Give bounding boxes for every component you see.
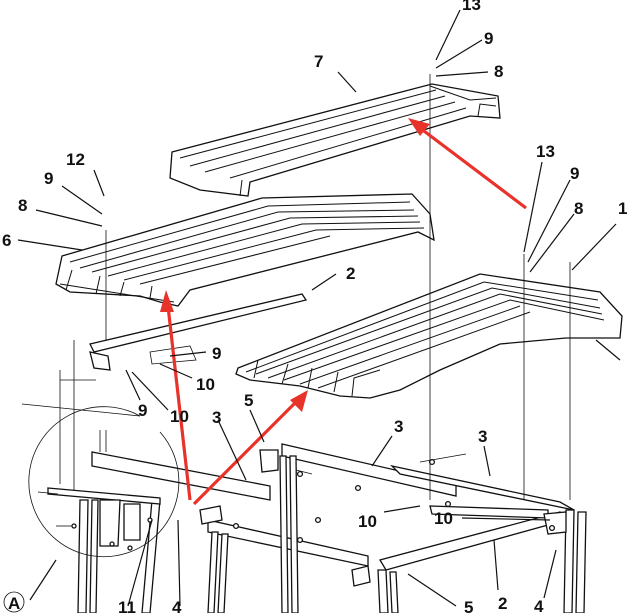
callout-2b: 2 [498,594,507,613]
callout-3a: 3 [212,408,221,427]
callout-10d: 10 [434,509,453,528]
callout-11: 11 [118,598,136,613]
callout-13a: 13 [462,0,481,14]
callout-1: 1 [618,199,627,218]
callout-8a: 8 [494,62,503,81]
callout-9e: 9 [138,401,147,420]
callout-9b: 9 [44,169,53,188]
callout-10b: 10 [170,407,189,426]
callout-4b: 4 [534,597,544,613]
callout-13b: 13 [536,142,555,161]
callout-9d: 9 [212,344,221,363]
callout-10a: 10 [196,375,215,394]
callout-3b: 3 [394,417,403,436]
roof-panel-center [169,83,501,197]
callout-10c: 10 [358,512,377,531]
detail-a-marker [3,591,25,613]
assembly-guide-lines [73,74,571,500]
callout-6: 6 [2,231,11,250]
callout-9c: 9 [570,164,579,183]
callout-8c: 8 [574,199,583,218]
roof-panel-right [235,273,623,399]
callout-7: 7 [314,52,323,71]
roof-panel-left [55,193,435,307]
detail-a-zoom [21,370,180,558]
leader-lines [17,9,621,607]
callout-4a: 4 [172,598,182,613]
callout-a: A [8,594,20,613]
callout-8b: 8 [18,196,27,215]
callout-12: 12 [66,150,85,169]
callout-3c: 3 [478,427,487,446]
highlight-arrows [160,118,527,506]
callout-2a: 2 [346,264,355,283]
callout-9a: 9 [484,29,493,48]
canopy-frame [77,443,587,613]
callout-5a: 5 [244,391,253,410]
callout-5b: 5 [464,598,473,613]
front-rail-bracket [89,293,308,371]
